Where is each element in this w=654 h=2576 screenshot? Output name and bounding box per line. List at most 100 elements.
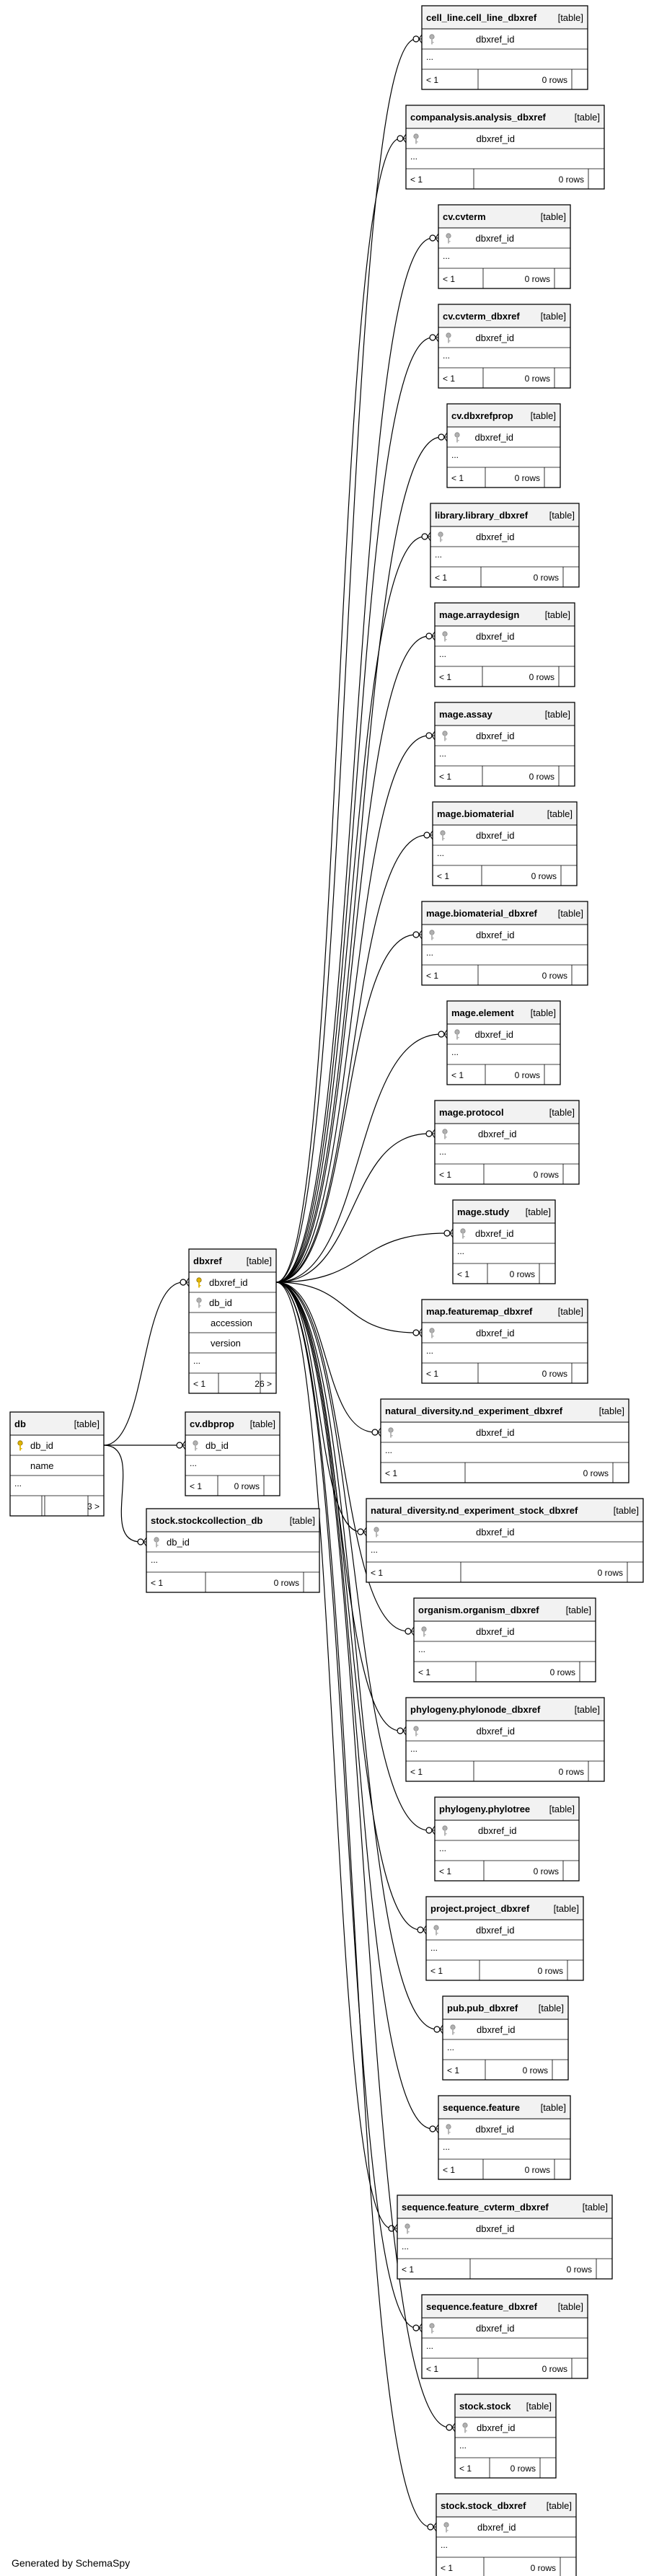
- table-biomaterial-dbxref[interactable]: mage.biomaterial_dbxref[table]dbxref_id.…: [421, 901, 588, 986]
- table-title: pub.pub_dbxref: [447, 2003, 518, 2013]
- parent-count: < 1: [426, 971, 438, 981]
- table-type-label: [table]: [558, 2301, 583, 2312]
- row-count: 0 rows: [511, 2463, 536, 2474]
- more-columns-ellipsis: ...: [435, 550, 442, 560]
- table-title: companalysis.analysis_dbxref: [410, 112, 547, 123]
- crows-foot-marker: [402, 133, 407, 144]
- foreign-key-icon: [454, 1029, 460, 1040]
- table-title: sequence.feature_cvterm_dbxref: [402, 2202, 549, 2213]
- relationship-db-stockcollection: [103, 1444, 147, 1547]
- table-library[interactable]: library.library_dbxref[table]dbxref_id..…: [430, 503, 580, 588]
- row-count: 0 rows: [567, 2264, 592, 2275]
- column-name: dbxref_id: [476, 1328, 514, 1338]
- column-name: dbxref_id: [476, 631, 514, 642]
- row-count: 0 rows: [525, 2165, 550, 2175]
- table-phylotree[interactable]: phylogeny.phylotree[table]dbxref_id...< …: [434, 1796, 580, 1882]
- table-nd-experiment[interactable]: natural_diversity.nd_experiment_dbxref[t…: [380, 1398, 629, 1483]
- table-project[interactable]: project.project_dbxref[table]dbxref_id..…: [425, 1896, 584, 1981]
- row-count: 0 rows: [534, 1170, 559, 1180]
- relationship-dbxref-study: [275, 1228, 454, 1283]
- table-stock-dbxref[interactable]: stock.stock_dbxref[table]dbxref_id...< 1…: [436, 2493, 577, 2576]
- crows-foot-marker: [435, 233, 439, 243]
- row-count: 0 rows: [515, 473, 540, 483]
- column-name: dbxref_id: [478, 1825, 516, 1836]
- more-columns-ellipsis: ...: [459, 2440, 467, 2451]
- foreign-key-icon: [429, 1328, 435, 1338]
- crows-foot-marker: [418, 2323, 423, 2333]
- table-phylonode[interactable]: phylogeny.phylonode_dbxref[table]dbxref_…: [405, 1697, 605, 1782]
- table-featuremap[interactable]: map.featuremap_dbxref[table]dbxref_id...…: [421, 1299, 588, 1384]
- table-title: sequence.feature_dbxref: [426, 2301, 538, 2312]
- column-name: name: [30, 1460, 54, 1471]
- more-columns-ellipsis: ...: [443, 350, 450, 361]
- parent-count: < 1: [151, 1578, 163, 1588]
- table-feature-dbxref[interactable]: sequence.feature_dbxref[table]dbxref_id.…: [421, 2294, 588, 2379]
- more-columns-ellipsis: ...: [190, 1458, 197, 1468]
- row-count: 0 rows: [531, 871, 557, 881]
- parent-count: < 1: [451, 473, 464, 483]
- optional-marker: [357, 1528, 364, 1535]
- row-count: 0 rows: [559, 1767, 584, 1777]
- table-title: stock.stock: [459, 2401, 511, 2412]
- foreign-key-icon: [438, 531, 443, 542]
- table-type-label: [table]: [541, 311, 566, 322]
- foreign-key-icon: [413, 133, 419, 144]
- table-nd-experiment-stock[interactable]: natural_diversity.nd_experiment_stock_db…: [366, 1498, 644, 1583]
- table-organism[interactable]: organism.organism_dbxref[table]dbxref_id…: [413, 1597, 596, 1682]
- table-companalysis[interactable]: companalysis.analysis_dbxref[table]dbxre…: [405, 105, 605, 190]
- relationship-dbxref-nd_experiment: [275, 1282, 381, 1437]
- table-dbxref[interactable]: dbxref[table]dbxref_iddb_idaccessionvers…: [188, 1248, 277, 1394]
- table-title: stock.stockcollection_db: [151, 1515, 262, 1526]
- column-name: dbxref_id: [476, 830, 514, 841]
- crows-foot-marker: [427, 531, 431, 542]
- parent-count: < 1: [418, 1667, 430, 1677]
- table-title: natural_diversity.nd_experiment_stock_db…: [371, 1505, 578, 1516]
- crows-foot-marker: [439, 2024, 443, 2034]
- foreign-key-icon: [429, 34, 435, 45]
- optional-marker: [425, 632, 433, 640]
- more-columns-ellipsis: ...: [426, 2341, 433, 2351]
- table-type-label: [table]: [549, 510, 575, 521]
- optional-marker: [446, 2424, 453, 2431]
- row-count: 0 rows: [583, 1468, 609, 1478]
- table-type-label: [table]: [558, 1306, 583, 1317]
- column-name: version: [211, 1338, 241, 1349]
- table-cell-line[interactable]: cell_line.cell_line_dbxref[table]dbxref_…: [421, 5, 588, 90]
- more-columns-ellipsis: ...: [418, 1644, 425, 1654]
- crows-foot-marker: [431, 731, 436, 741]
- column-name: db_id: [30, 1440, 53, 1451]
- table-type-label: [table]: [526, 2401, 552, 2412]
- optional-marker: [429, 234, 436, 242]
- table-type-label: [table]: [545, 609, 570, 620]
- table-title: mage.element: [451, 1007, 514, 1018]
- column-name: dbxref_id: [476, 233, 514, 244]
- table-stockcollection[interactable]: stock.stockcollection_db[table]db_id...<…: [146, 1508, 320, 1593]
- optional-marker: [429, 334, 436, 341]
- column-name: dbxref_id: [475, 1029, 513, 1040]
- table-feature-cvterm[interactable]: sequence.feature_cvterm_dbxref[table]dbx…: [397, 2195, 613, 2280]
- table-title: cv.cvterm_dbxref: [443, 311, 520, 322]
- crows-foot-marker: [431, 1825, 436, 1835]
- table-title: map.featuremap_dbxref: [426, 1306, 533, 1317]
- foreign-key-icon: [442, 731, 448, 741]
- table-type-label: [table]: [531, 410, 556, 421]
- table-title: cv.dbprop: [190, 1419, 234, 1429]
- foreign-key-icon: [429, 930, 435, 940]
- table-title: cell_line.cell_line_dbxref: [426, 12, 537, 23]
- crows-foot-marker: [377, 1427, 381, 1437]
